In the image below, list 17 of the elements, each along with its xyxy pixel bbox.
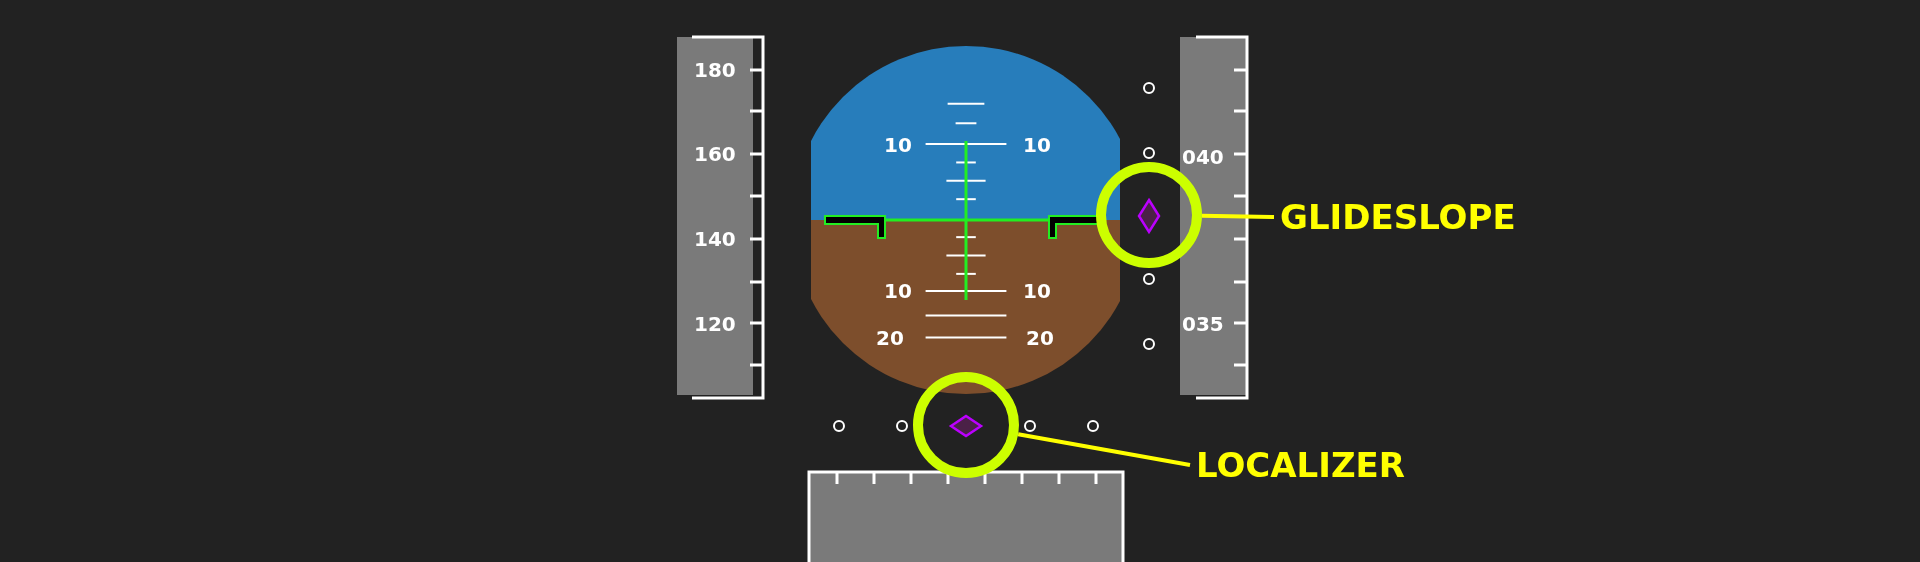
highlight-ring <box>912 371 1020 479</box>
pitch-label: 10 <box>884 279 912 303</box>
pitch-label: 20 <box>1026 326 1054 350</box>
pitch-label: 10 <box>1023 279 1051 303</box>
leader-line <box>1201 213 1275 219</box>
callout-label: GLIDESLOPE <box>1280 197 1516 237</box>
speed-label: 180 <box>694 58 736 82</box>
leader-line <box>1017 432 1191 467</box>
pitch-label: 10 <box>884 133 912 157</box>
pitch-label: 20 <box>876 326 904 350</box>
callout-label: LOCALIZER <box>1196 445 1405 485</box>
altitude-label: 035 <box>1182 312 1224 336</box>
speed-label: 120 <box>694 312 736 336</box>
speed-label: 160 <box>694 142 736 166</box>
pitch-label: 10 <box>1023 133 1051 157</box>
speed-label: 140 <box>694 227 736 251</box>
altitude-label: 040 <box>1182 145 1224 169</box>
